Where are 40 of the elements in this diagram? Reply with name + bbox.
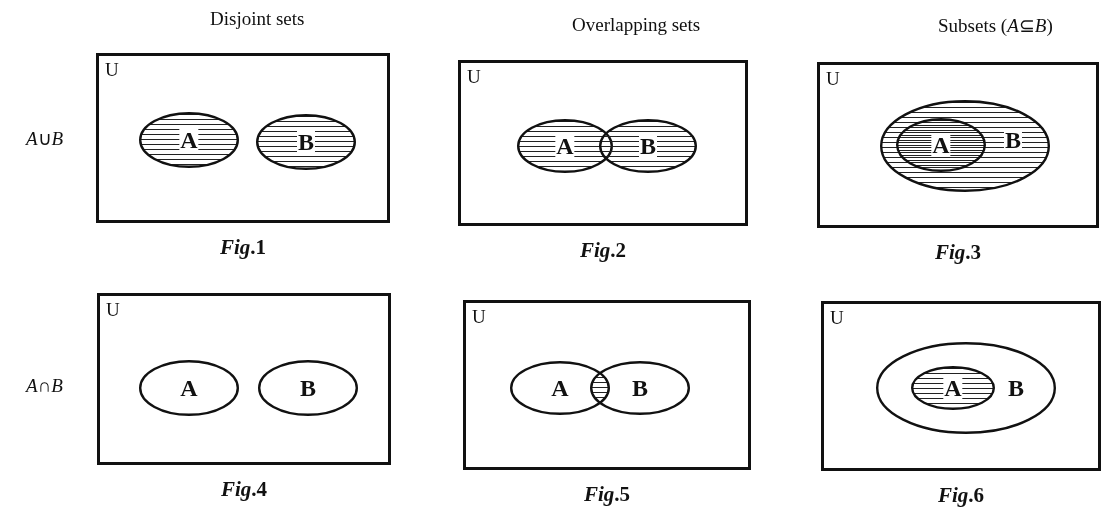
universe-label: U (472, 307, 486, 326)
row-label: A∪B (26, 127, 64, 150)
set-label: B (297, 130, 315, 154)
universe-label: U (105, 60, 119, 79)
set-ellipse (599, 119, 697, 173)
set-ellipse (256, 114, 356, 170)
figure-caption: Fig.5 (583, 482, 631, 507)
universe-label: U (826, 69, 840, 88)
set-label: A (931, 133, 951, 157)
figure-caption: Fig.4 (220, 477, 268, 502)
set-ellipse (876, 342, 1056, 434)
universe-box (817, 62, 1099, 228)
figure-caption: Fig.1 (219, 235, 267, 260)
set-ellipse (880, 100, 1050, 192)
universe-box (463, 300, 751, 470)
universe-box (821, 301, 1101, 471)
universe-label: U (106, 300, 120, 319)
column-heading: Disjoint sets (210, 8, 305, 30)
set-ellipse (258, 360, 358, 416)
universe-box (96, 53, 390, 223)
row-label: A∩B (26, 375, 63, 397)
set-ellipse (139, 360, 239, 416)
figure-caption: Fig.2 (579, 238, 627, 263)
set-ellipse (896, 118, 986, 172)
universe-label: U (467, 67, 481, 86)
universe-label: U (830, 308, 844, 327)
set-label: B (639, 134, 657, 158)
set-ellipse (139, 112, 239, 168)
column-heading: Overlapping sets (572, 14, 701, 36)
column-heading: Subsets (A⊆B) (938, 14, 1053, 37)
set-label: A (555, 134, 575, 158)
set-label: A (179, 128, 199, 152)
universe-box (97, 293, 391, 465)
figure-caption: Fig.3 (934, 240, 982, 265)
set-ellipse (911, 366, 995, 410)
set-ellipse (590, 361, 690, 415)
set-ellipse (510, 361, 610, 415)
figure-caption: Fig.6 (937, 483, 985, 508)
universe-box (458, 60, 748, 226)
set-label: A (943, 376, 963, 400)
